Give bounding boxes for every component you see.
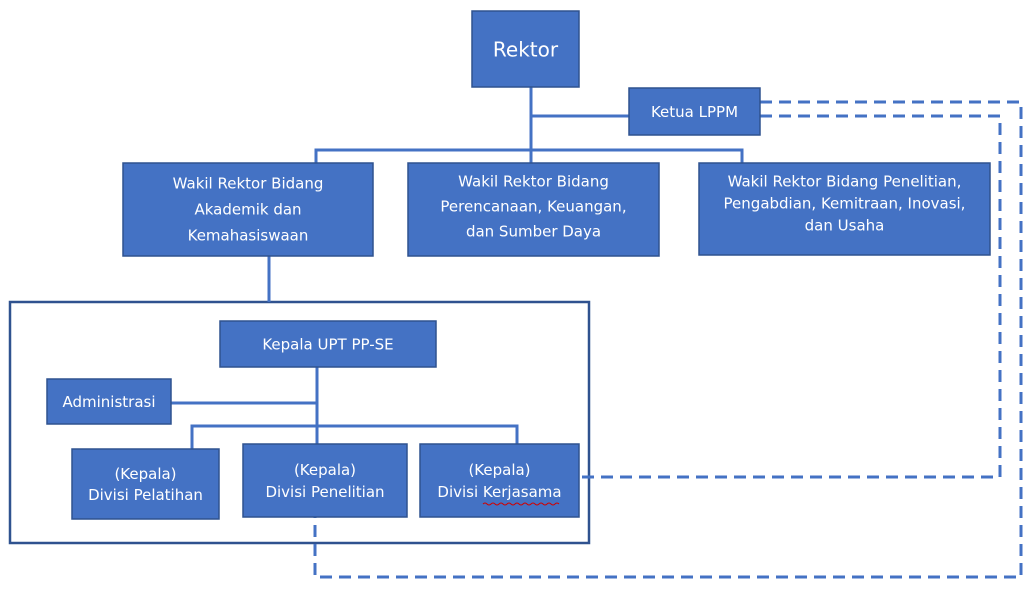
box-ketua-lppm-shape xyxy=(628,87,761,136)
box-divisi-kerjasama-label: (Kepala) Divisi Kerjasama xyxy=(437,461,561,501)
box-label-line: Divisi Kerjasama xyxy=(437,483,561,501)
dashed-connector-lppm-penelitian xyxy=(313,100,1023,579)
box-label-line: Kemahasiswaan xyxy=(188,226,309,244)
box-ketua-lppm-label: Ketua LPPM xyxy=(651,103,738,121)
box-administrasi-label: Administrasi xyxy=(62,393,155,411)
box-divisi-penelitian-label: (Kepala) Divisi Penelitian xyxy=(265,461,384,501)
box-wr-penelitian-shape xyxy=(698,162,991,256)
box-divisi-kerjasama: (Kepala) Divisi Kerjasama xyxy=(419,443,580,518)
box-label-line: Divisi Pelatihan xyxy=(88,486,203,504)
box-wr-perencanaan-shape xyxy=(407,162,660,257)
box-divisi-penelitian: (Kepala) Divisi Penelitian xyxy=(242,443,408,518)
connector-divisi-bus xyxy=(190,424,519,449)
box-label-line: Kepala UPT PP-SE xyxy=(262,335,393,353)
box-administrasi: Administrasi xyxy=(46,378,172,425)
box-ketua-lppm: Ketua LPPM xyxy=(628,87,761,136)
dashed-connector-lppm-kerjasama xyxy=(579,114,1002,479)
box-label-line: dan Sumber Daya xyxy=(466,222,601,240)
box-label-line: Perencanaan, Keuangan, xyxy=(440,197,626,215)
box-divisi-penelitian-shape xyxy=(242,443,408,518)
dashed-connectors xyxy=(313,100,1023,579)
box-label-line: Wakil Rektor Bidang xyxy=(458,172,609,190)
box-label-line: Akademik dan xyxy=(194,200,301,218)
box-administrasi-shape xyxy=(46,378,172,425)
box-kepala-upt-label: Kepala UPT PP-SE xyxy=(262,335,393,353)
box-divisi-pelatihan-label: (Kepala) Divisi Pelatihan xyxy=(88,465,203,504)
box-kepala-upt: Kepala UPT PP-SE xyxy=(219,320,437,368)
upt-group-frame xyxy=(8,300,591,545)
box-wr-akademik-shape xyxy=(122,162,374,257)
box-divisi-kerjasama-shape xyxy=(419,443,580,518)
box-label-line: Wakil Rektor Bidang Penelitian, xyxy=(728,172,962,190)
box-label-line: (Kepala) xyxy=(114,465,176,483)
box-rektor: Rektor xyxy=(471,10,580,88)
box-label-line: Rektor xyxy=(493,38,559,62)
box-label-line: Ketua LPPM xyxy=(651,103,738,121)
box-wr-penelitian: Wakil Rektor Bidang Penelitian, Pengabdia… xyxy=(698,162,991,256)
box-rektor-shape xyxy=(471,10,580,88)
box-label-line: dan Usaha xyxy=(805,216,885,234)
box-label-line: Pengabdian, Kemitraan, Inovasi, xyxy=(724,194,966,212)
box-wr-penelitian-label: Wakil Rektor Bidang Penelitian, Pengabdia… xyxy=(724,172,966,234)
connector-wakil-rektor-bus xyxy=(314,148,744,163)
box-label-line: Administrasi xyxy=(62,393,155,411)
box-label-line: Wakil Rektor Bidang xyxy=(173,174,324,192)
box-kepala-upt-shape xyxy=(219,320,437,368)
spellcheck-underline xyxy=(482,502,560,506)
solid-connectors xyxy=(171,87,744,449)
box-label-line: Divisi Penelitian xyxy=(265,483,384,501)
box-label-line: (Kepala) xyxy=(468,461,530,479)
box-divisi-pelatihan-shape xyxy=(71,448,220,520)
box-rektor-label: Rektor xyxy=(493,38,559,62)
box-divisi-pelatihan: (Kepala) Divisi Pelatihan xyxy=(71,448,220,520)
box-label-line: (Kepala) xyxy=(294,461,356,479)
